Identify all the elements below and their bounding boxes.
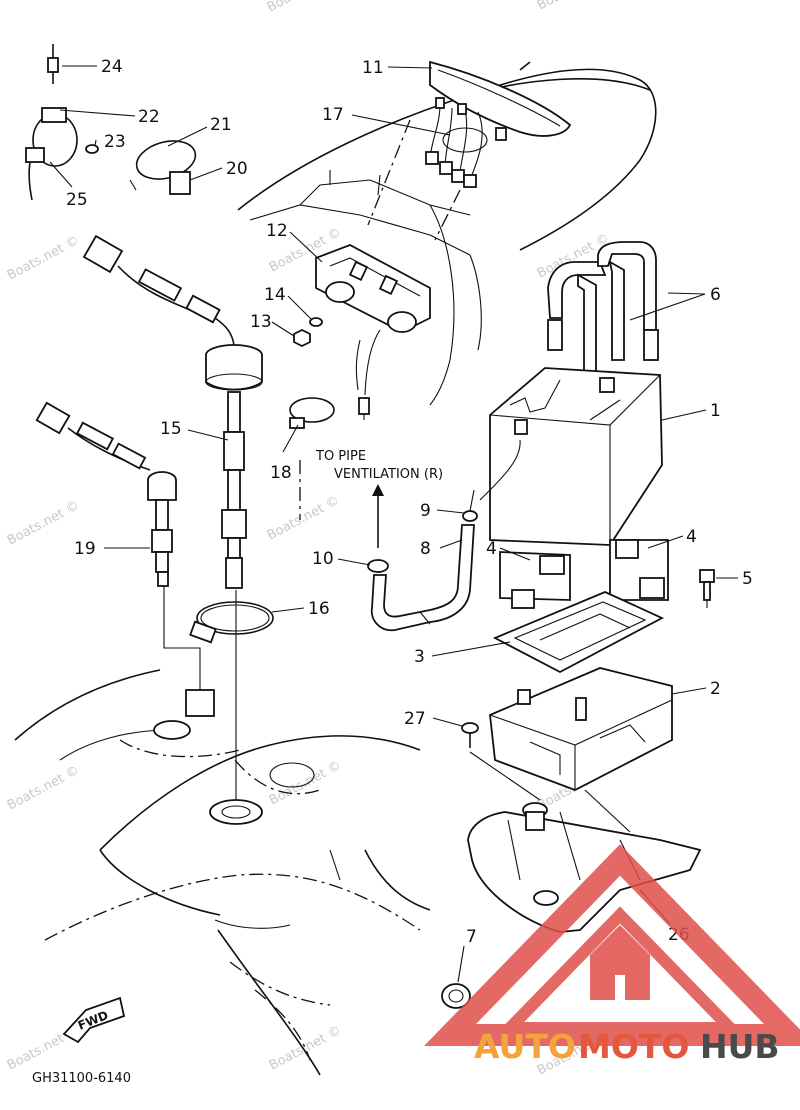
- hull-outline: [14, 61, 657, 1076]
- automotohub-logo: [423, 844, 800, 1046]
- callout-2: 2: [710, 679, 721, 699]
- assembly-center-lines: [299, 119, 461, 520]
- part-2-battery-tray: [489, 667, 673, 791]
- diagram-code: GH31100-6140: [32, 1071, 131, 1086]
- callout-27: 27: [404, 709, 426, 729]
- part-4-pad-right: [609, 539, 669, 601]
- vent-fitting: [358, 329, 381, 420]
- watermark-text: Boats.net ©: [535, 0, 612, 14]
- watermark-text: Boats.net ©: [5, 233, 82, 283]
- callout-22: 22: [138, 107, 160, 127]
- logo-emblem-icon: [590, 925, 650, 1000]
- callout-16: 16: [308, 599, 330, 619]
- callout-21: 21: [210, 115, 232, 135]
- callout-3: 3: [414, 647, 425, 667]
- callout-18: 18: [270, 463, 292, 483]
- part-15-level-sensor: [82, 234, 263, 589]
- callout-23: 23: [104, 132, 126, 152]
- callout-24: 24: [101, 57, 123, 77]
- part-27-screw: [461, 722, 631, 833]
- callout-8: 8: [420, 539, 431, 559]
- annotation-line-1: TO PIPE: [315, 449, 366, 464]
- part-17-wire-harness: [425, 97, 507, 188]
- part-20-clamp-buckle: [129, 171, 191, 195]
- callout-labels: 24 22 23 25 21 20 11 17 12 14 13 15 18 1…: [66, 57, 753, 947]
- part-4-pad-left: [499, 551, 571, 609]
- leader-guides: [153, 586, 315, 825]
- watermark-text: Boats.net ©: [265, 493, 342, 543]
- vent-annotation: TO PIPE VENTILATION (R): [315, 449, 443, 482]
- logo-triangle-inner-icon: [495, 906, 745, 1034]
- callout-10: 10: [312, 549, 334, 569]
- fwd-direction-badge: FWD: [62, 996, 126, 1044]
- watermark-text: Boats.net ©: [5, 763, 82, 813]
- part-19-sensor: [35, 401, 177, 587]
- callout-25: 25: [66, 190, 88, 210]
- callout-6: 6: [710, 285, 721, 305]
- part-22-band-clamp: [32, 107, 78, 167]
- callout-13: 13: [250, 312, 272, 332]
- callout-5: 5: [742, 569, 753, 589]
- callout-4-left: 4: [486, 539, 497, 559]
- watermark-text: Boats.net ©: [267, 1023, 344, 1073]
- part-16-band-clamp: [189, 601, 274, 644]
- logo-triangle-outer-icon: [423, 844, 800, 1046]
- part-10-clip: [367, 559, 389, 573]
- part-6-battery-strap: [547, 241, 659, 373]
- part-23-washer: [85, 144, 99, 154]
- part-1-battery: [479, 367, 663, 546]
- brand-part-auto: AUTO: [474, 1027, 576, 1066]
- part-12-bracket: [315, 244, 431, 334]
- part-9-elbow: [462, 489, 478, 522]
- part-26-mount-plate: [467, 802, 702, 933]
- callout-20: 20: [226, 159, 248, 179]
- watermark-text: Boats.net ©: [5, 498, 82, 548]
- brand-part-moto: MOTO: [578, 1027, 689, 1066]
- part-25-cable-tie: [25, 147, 45, 201]
- callout-1: 1: [710, 401, 721, 421]
- part-5-bolt: [699, 569, 715, 608]
- callout-9: 9: [420, 501, 431, 521]
- part-18-hose-clamp: [289, 397, 335, 429]
- annotation-line-2: VENTILATION (R): [334, 467, 443, 482]
- callout-4-right: 4: [686, 527, 697, 547]
- callout-7: 7: [466, 927, 477, 947]
- part-24-bolt: [47, 44, 59, 84]
- brand-part-hub: HUB: [700, 1027, 780, 1066]
- part-3-plate: [492, 591, 665, 674]
- automotohub-wordmark: AUTO MOTO HUB: [474, 1027, 780, 1066]
- vent-direction-arrow: [372, 484, 384, 548]
- part-7-grommet: [441, 983, 471, 1009]
- part-14-washer: [309, 317, 323, 327]
- callout-11: 11: [362, 58, 384, 78]
- callout-19: 19: [74, 539, 96, 559]
- part-8-vent-hose: [370, 524, 475, 632]
- callout-15: 15: [160, 419, 182, 439]
- watermark-text: Boats.net ©: [265, 0, 342, 16]
- callout-17: 17: [322, 105, 344, 125]
- callout-14: 14: [264, 285, 286, 305]
- callout-12: 12: [266, 221, 288, 241]
- part-13-nut: [293, 328, 311, 348]
